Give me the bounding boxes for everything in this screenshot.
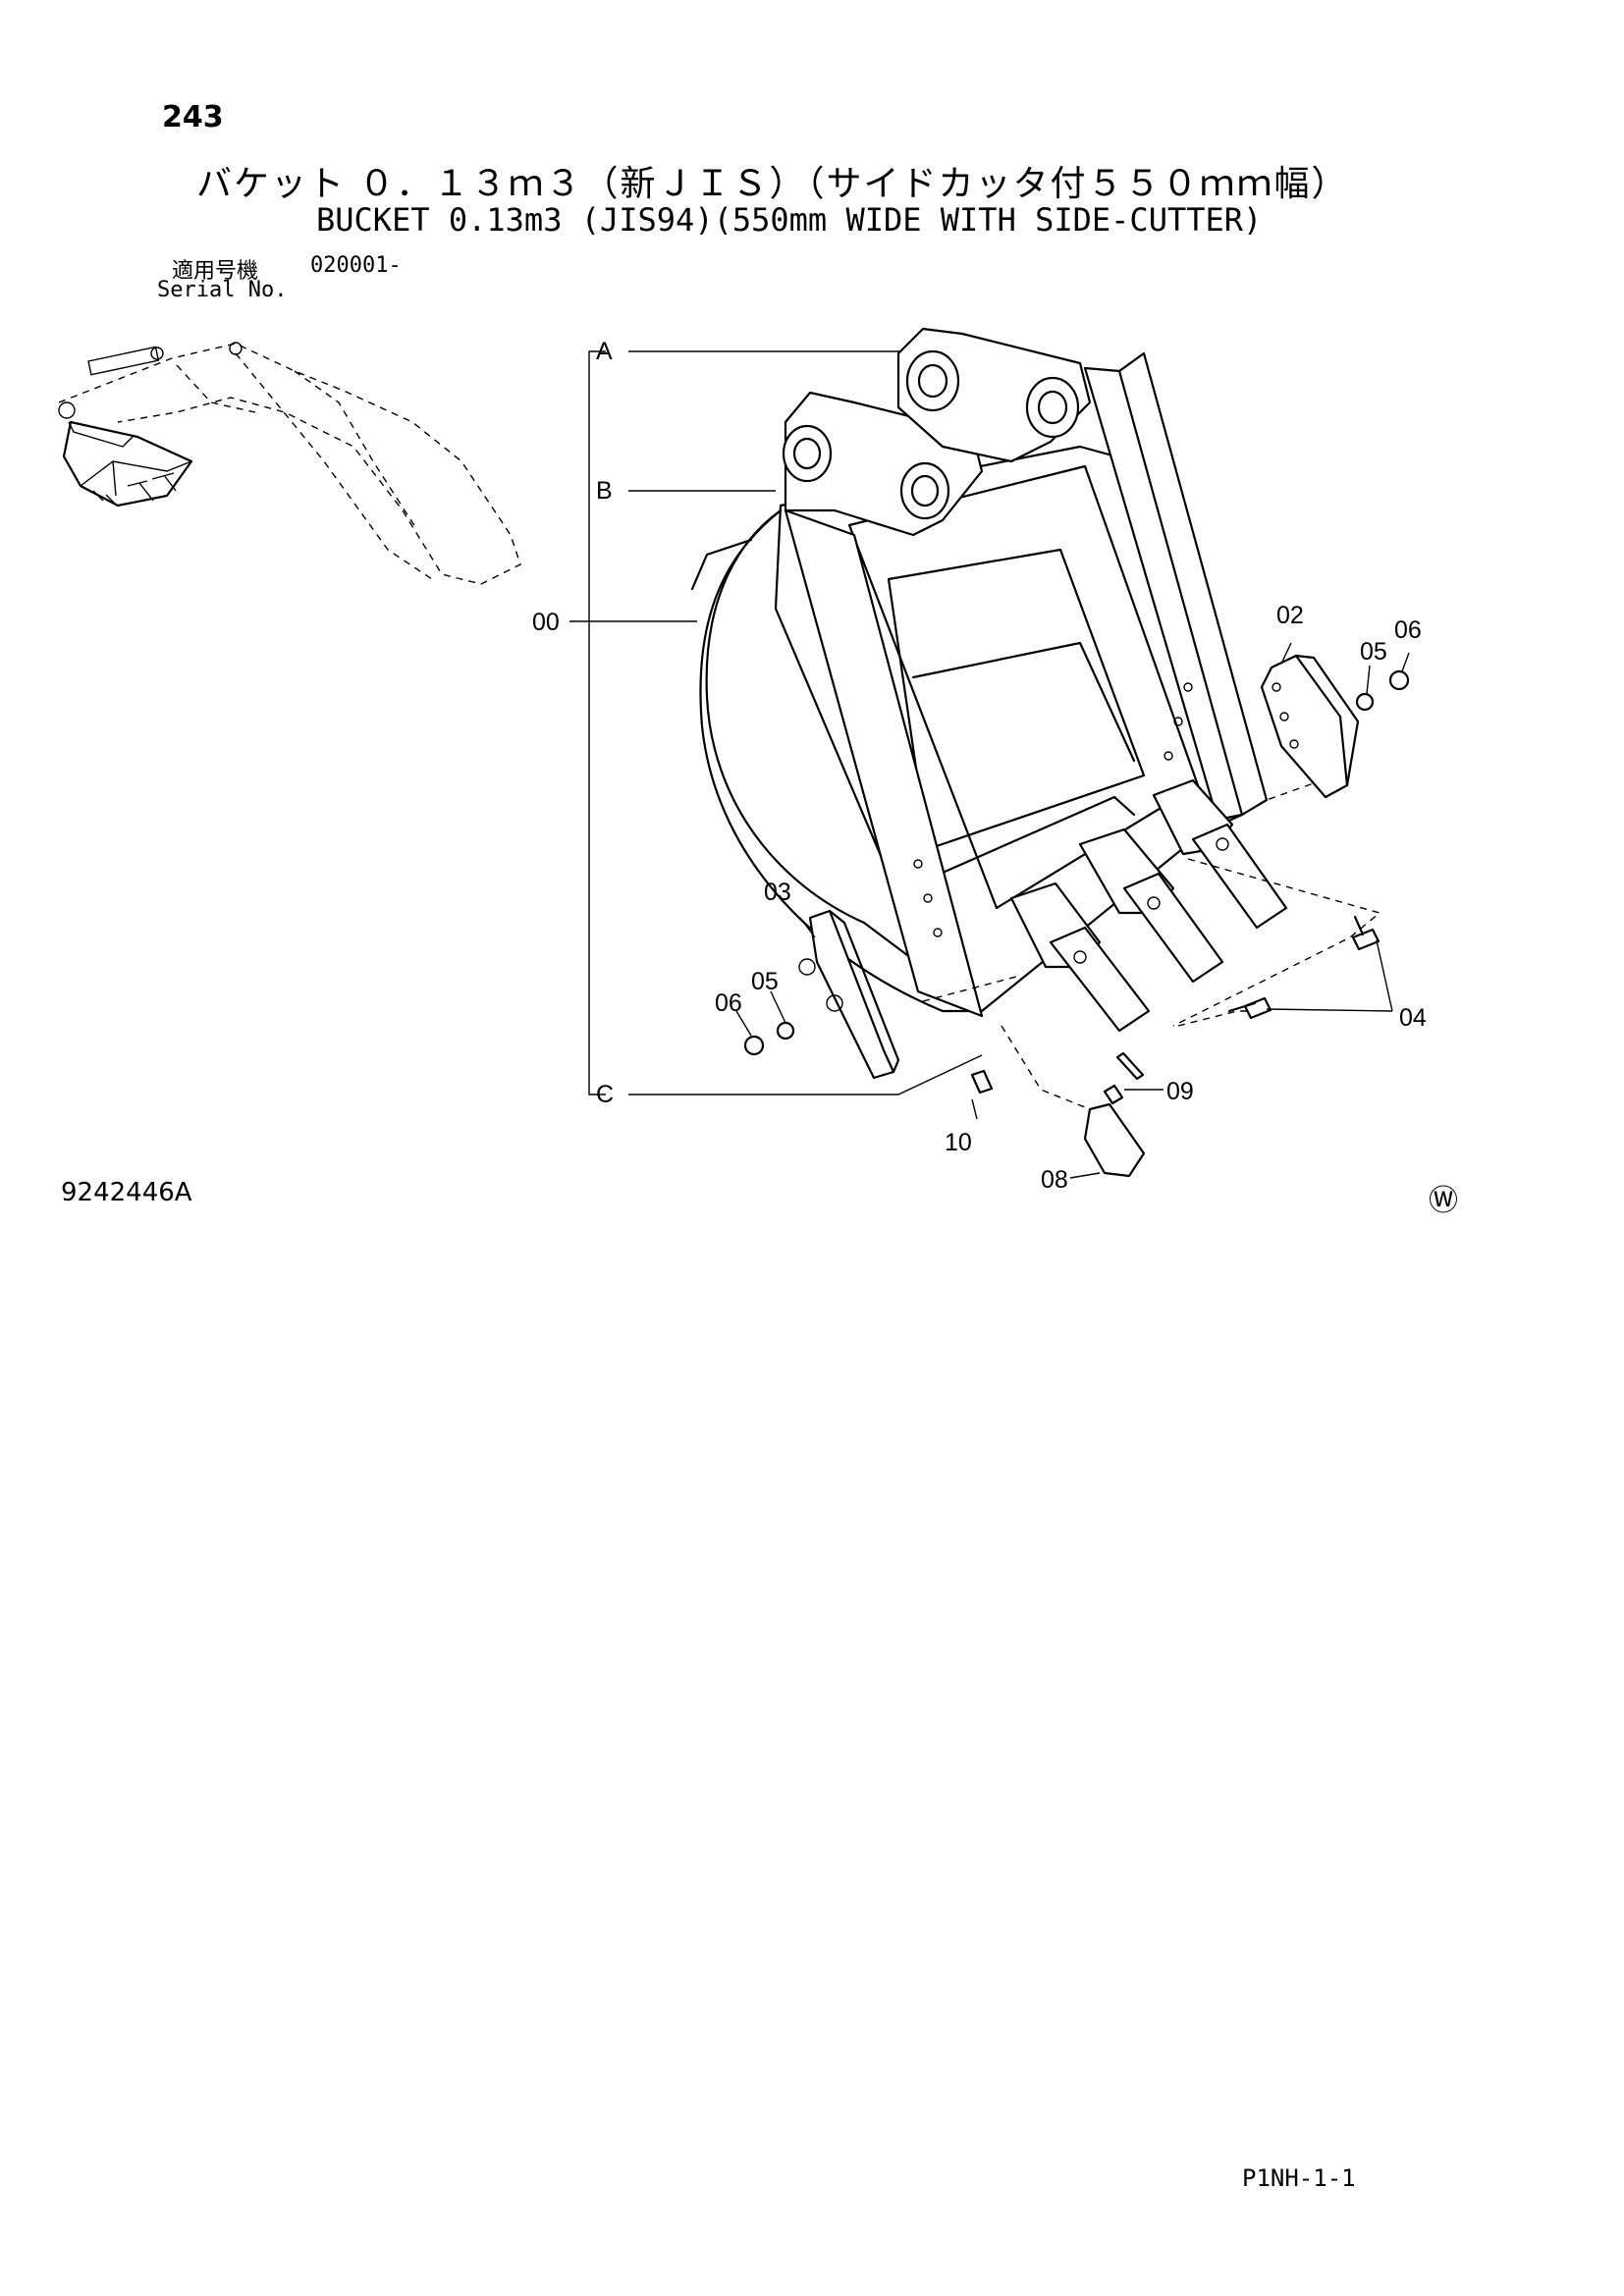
title-english: BUCKET 0.13m3 (JIS94)(550mm WIDE WITH SI… [316, 201, 1263, 239]
callout-08: 08 [1041, 1166, 1068, 1194]
callout-03: 03 [764, 879, 791, 906]
excavator-overview-icon [58, 342, 521, 585]
callout-00: 00 [532, 609, 560, 636]
serial-value: 020001- [310, 253, 402, 278]
w-mark-icon: Ⓦ [1429, 1184, 1458, 1218]
drawing-number: 9242446A [61, 1178, 192, 1207]
callout-a: A [596, 338, 613, 365]
callout-10: 10 [945, 1129, 972, 1156]
callout-05-right: 05 [1360, 638, 1387, 666]
callout-06-right: 06 [1394, 616, 1422, 644]
callout-02: 02 [1276, 602, 1304, 629]
page-number: 243 [162, 100, 224, 134]
callout-06-left: 06 [715, 989, 742, 1017]
callout-04: 04 [1399, 1004, 1427, 1032]
installed-teeth [1009, 778, 1288, 1033]
page-code: P1NH-1-1 [1242, 2164, 1356, 2192]
serial-label-english: Serial No. [157, 278, 288, 302]
title-japanese: バケット ０．１３ｍ３（新ＪＩＳ）（サイドカッタ付５５０ｍｍ幅） [196, 164, 1349, 204]
callout-b: B [596, 477, 613, 505]
bucket-exploded-view [569, 327, 1410, 1179]
callout-05-left: 05 [751, 968, 779, 995]
callout-c: C [596, 1081, 614, 1108]
parts-diagram: A B C 00 02 05 06 03 05 06 04 09 08 10 [58, 327, 1427, 1194]
serial-label-japanese: 適用号機 [172, 259, 259, 284]
callout-09: 09 [1166, 1078, 1194, 1105]
